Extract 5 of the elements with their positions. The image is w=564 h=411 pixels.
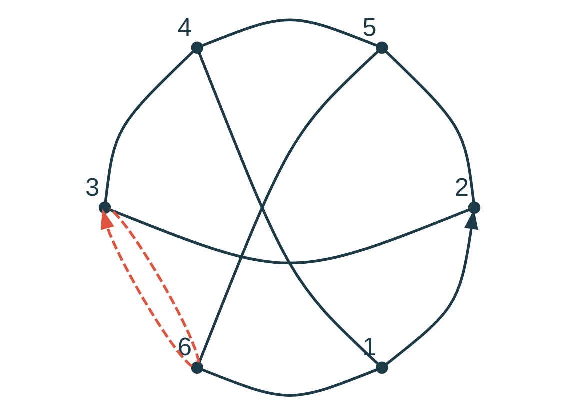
node-label: 5 — [362, 14, 376, 42]
node-label: 3 — [84, 174, 100, 202]
node-label: 6 — [177, 334, 192, 362]
node-label: 2 — [454, 174, 469, 202]
node-label: 4 — [177, 14, 192, 42]
